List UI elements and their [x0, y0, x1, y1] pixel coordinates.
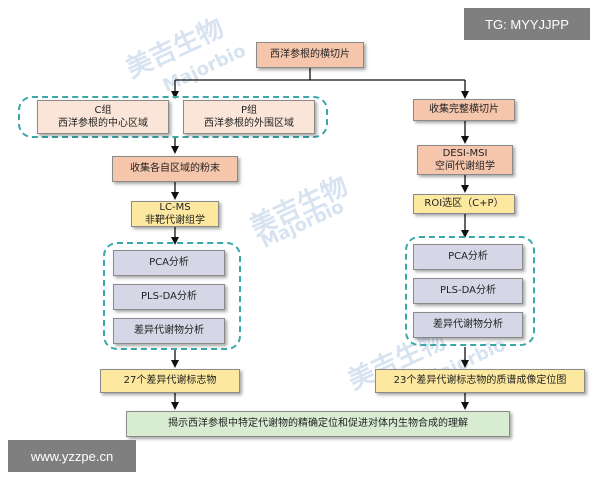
node-root-label: 西洋参根的横切片 — [270, 49, 350, 61]
node-plsda-left: PLS-DA分析 — [113, 284, 225, 310]
result-left-label: 27个差异代谢标志物 — [123, 375, 217, 387]
lcms-title: LC-MS — [159, 201, 191, 213]
node-root-cross-section: 西洋参根的横切片 — [256, 42, 364, 68]
diff-left-label: 差异代谢物分析 — [134, 325, 204, 337]
group-frame-left-analysis — [103, 242, 241, 350]
node-c-group: C组 西洋参根的中心区域 — [37, 100, 169, 134]
c-group-title: C组 — [94, 104, 112, 116]
p-group-title: P组 — [240, 104, 258, 116]
diff-right-label: 差异代谢物分析 — [433, 319, 503, 331]
node-pca-right: PCA分析 — [413, 244, 523, 270]
node-roi: ROI选区（C+P） — [413, 194, 515, 214]
node-collect-powder: 收集各自区域的粉末 — [112, 156, 238, 182]
node-lcms: LC-MS 非靶代谢组学 — [131, 201, 219, 227]
c-group-desc: 西洋参根的中心区域 — [58, 118, 148, 129]
bottom-left-tag: www.yzzpe.cn — [8, 440, 136, 472]
pca-right-label: PCA分析 — [448, 251, 488, 263]
desi-desc: 空间代谢组学 — [435, 161, 495, 172]
node-collect-slices: 收集完整横切片 — [413, 99, 515, 121]
desi-title: DESI-MSI — [442, 147, 488, 159]
p-group-desc: 西洋参根的外围区域 — [204, 118, 294, 129]
top-right-tag: TG: MYYJJPP — [464, 8, 590, 40]
node-p-group: P组 西洋参根的外围区域 — [183, 100, 315, 134]
collect-powder-label: 收集各自区域的粉末 — [130, 163, 220, 175]
node-plsda-right: PLS-DA分析 — [413, 278, 523, 304]
node-desi-msi: DESI-MSI 空间代谢组学 — [417, 145, 513, 175]
pca-left-label: PCA分析 — [149, 257, 189, 269]
result-right-label: 23个差异代谢标志物的质谱成像定位图 — [393, 375, 567, 387]
node-conclusion: 揭示西洋参根中特定代谢物的精确定位和促进对体内生物合成的理解 — [126, 411, 510, 437]
node-diff-left: 差异代谢物分析 — [113, 318, 225, 344]
node-pca-left: PCA分析 — [113, 250, 225, 276]
roi-label: ROI选区（C+P） — [424, 198, 504, 210]
group-frame-c-p — [18, 96, 328, 138]
plsda-left-label: PLS-DA分析 — [141, 291, 197, 303]
lcms-desc: 非靶代谢组学 — [145, 215, 205, 226]
node-result-left: 27个差异代谢标志物 — [100, 369, 240, 393]
plsda-right-label: PLS-DA分析 — [440, 285, 496, 297]
node-diff-right: 差异代谢物分析 — [413, 312, 523, 338]
node-result-right: 23个差异代谢标志物的质谱成像定位图 — [375, 369, 585, 393]
collect-slices-label: 收集完整横切片 — [429, 104, 499, 116]
group-frame-right-analysis — [405, 236, 535, 346]
conclusion-label: 揭示西洋参根中特定代谢物的精确定位和促进对体内生物合成的理解 — [168, 418, 468, 430]
